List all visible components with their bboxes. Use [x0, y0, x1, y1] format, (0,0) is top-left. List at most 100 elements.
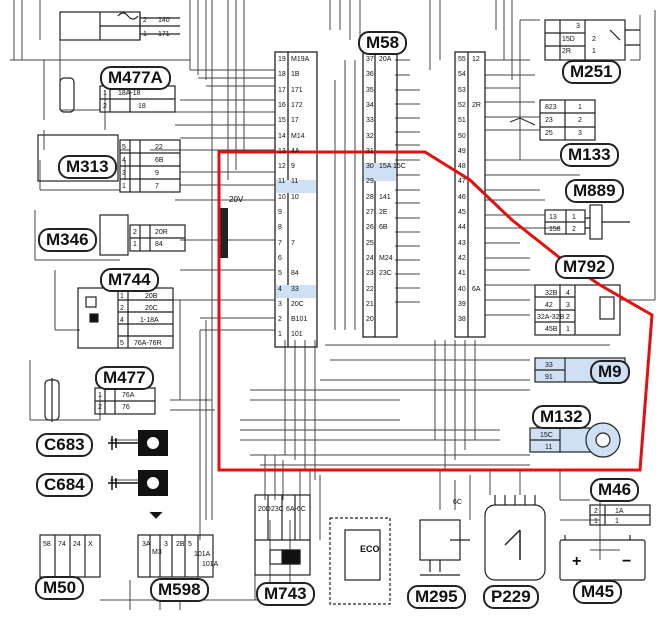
m58-pin-number: 13 [278, 147, 286, 155]
m251-label: M251 [562, 60, 621, 84]
m58-pin-number: 51 [458, 117, 466, 125]
wire-code: 3 [122, 170, 126, 177]
m58-pin-number: 31 [366, 147, 374, 155]
m792-block [534, 284, 621, 336]
left-connectors [37, 11, 186, 422]
wire-code: 76A [122, 392, 135, 399]
wire-code: 1 [143, 31, 147, 38]
wire-code: 1 [615, 518, 619, 525]
wire-code: 2 [566, 314, 570, 321]
wire-code: 9 [155, 170, 159, 177]
wire-code: 140 [158, 17, 170, 24]
c683-label: C683 [36, 433, 93, 457]
wire-code: 1-18A [140, 317, 159, 324]
ground-terminals [108, 430, 168, 496]
m744-label: M744 [100, 268, 159, 292]
m58-wire-code: 20C [291, 300, 304, 308]
m58-pin-number: 38 [458, 316, 466, 324]
m50-code: 74 [58, 541, 66, 548]
m58-wire-code: M14 [291, 132, 305, 140]
m58-wire-code: 84 [291, 270, 299, 278]
wire-code: 76A-76R [134, 340, 162, 347]
wire-code: 18 [138, 103, 146, 110]
m58-wire-code: 141 [379, 193, 391, 201]
m58-pin-number: 50 [458, 132, 466, 140]
m58-wire-code: 1B [291, 71, 300, 79]
m58-pin-number: 23 [366, 270, 374, 278]
wire-code: 76 [122, 404, 130, 411]
m58-pin-number: 5 [278, 270, 282, 278]
m58-pin-number: 37 [366, 56, 374, 63]
m133-label: M133 [560, 143, 619, 167]
wire-code: 1A [615, 508, 624, 515]
c684-label: C684 [36, 473, 93, 497]
wire-code: 823 [545, 104, 557, 111]
m889-label: M889 [565, 179, 624, 203]
wire-code: 91 [545, 374, 553, 381]
m58-wire-code: B101 [291, 316, 308, 324]
m58-pin-number: 41 [458, 270, 466, 278]
wire-code: 6A-6C [286, 506, 306, 513]
wire-code: 15D [562, 36, 575, 43]
m58-pin-number: 47 [458, 178, 466, 186]
m58-pin-number: 33 [366, 117, 374, 125]
m58-pin-number: 6 [278, 254, 282, 262]
m58-pin-number: 14 [278, 132, 286, 140]
m58-pin-number: 18 [278, 71, 286, 79]
m58-wire-code: 2E [379, 209, 388, 216]
m58-pin-number: 22 [366, 285, 374, 293]
wire-code: 1 [592, 48, 596, 55]
m58-pin-number: 19 [278, 56, 286, 63]
m58-wire-code: 171 [291, 86, 303, 94]
wire-code: 1 [120, 293, 124, 300]
m58-pin-number: 7 [278, 239, 282, 247]
m58-pin-number: 26 [366, 224, 374, 232]
wire-code: 4 [120, 317, 124, 324]
m132-label: M132 [532, 405, 591, 429]
m889-sensor [544, 204, 630, 240]
wire-code: 23C [271, 506, 284, 513]
wire-code: 23 [545, 117, 553, 124]
wire-code: 101A [202, 561, 219, 568]
wire-code: 158 [549, 226, 561, 233]
wire-code: M3 [152, 549, 162, 556]
m58-pin-number: 21 [366, 300, 374, 308]
wire-code: 2 [594, 508, 598, 515]
m58-pin-number: 11 [278, 178, 286, 186]
m58-pin-number: 35 [366, 86, 374, 94]
m58-pin-number: 53 [458, 86, 466, 94]
m58-pin-number: 52 [458, 101, 466, 109]
wire-code: 25 [545, 130, 553, 137]
m58-pin-number: 29 [366, 178, 374, 186]
wire-code: 3 [578, 130, 582, 137]
wire-code: 3 [576, 23, 580, 30]
p229-label: P229 [483, 585, 539, 609]
m58-pin-number: 17 [278, 86, 286, 94]
wire-code: 171 [158, 31, 170, 38]
wire-code: 2 [572, 226, 576, 233]
m58-highlight-pins [276, 163, 396, 298]
wire-code: 1 [566, 326, 570, 333]
wire-code: 11 [545, 444, 553, 451]
m58-wire-code: M19A [291, 56, 310, 63]
m58-wire-code: 10 [291, 193, 299, 201]
wire-code: 33 [545, 362, 553, 369]
wire-code: 2R [562, 48, 571, 55]
wire-code: 6C [453, 499, 462, 506]
m58-wire-code: 6A [472, 285, 481, 293]
m58-wire-code: M24 [379, 254, 393, 262]
m792-label: M792 [555, 255, 614, 279]
m346-label: M346 [38, 228, 97, 252]
wire-code: 42 [545, 302, 553, 309]
wire-code: 2 [133, 229, 137, 236]
m58-wire-code: 7 [291, 239, 295, 247]
wire-code: 15C [540, 432, 553, 439]
m58-pin-number: 2 [278, 316, 282, 324]
m743-label: M743 [256, 582, 315, 606]
m20v-bar [220, 208, 228, 258]
wire-code: 2 [143, 17, 147, 24]
wire-code: 18A-18 [118, 90, 141, 97]
wire-code: 84 [155, 241, 163, 248]
wire-code: 7 [155, 183, 159, 190]
wire-code: 101A [194, 551, 211, 558]
